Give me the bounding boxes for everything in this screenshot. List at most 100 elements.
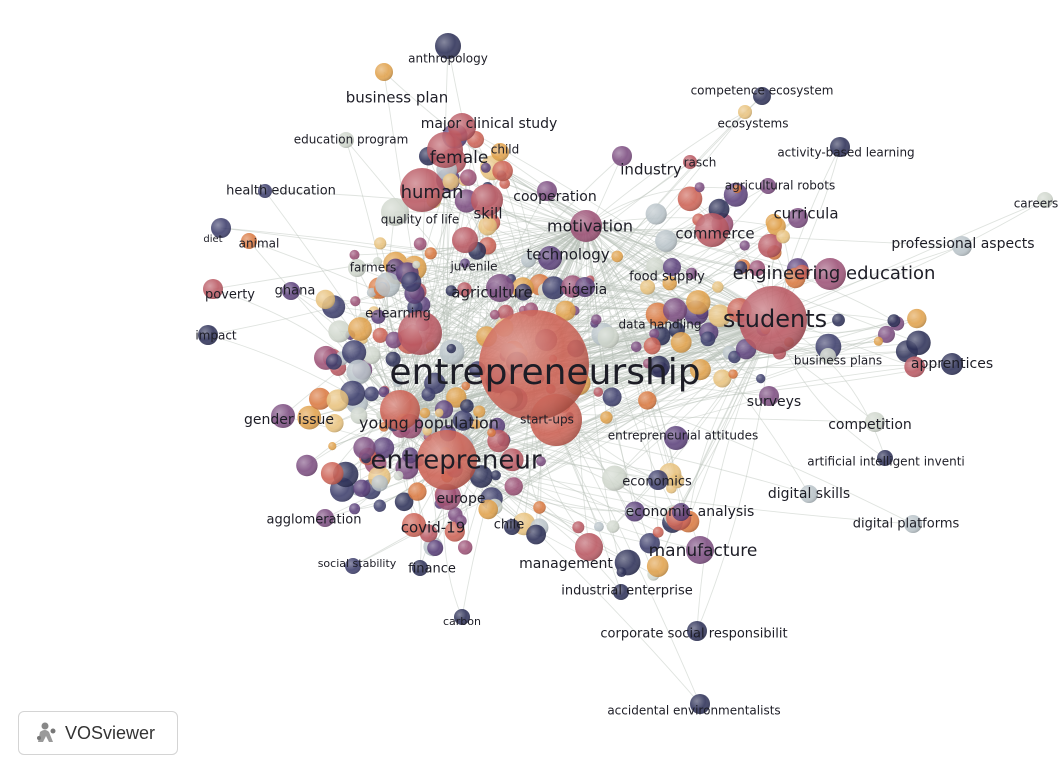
keyword-node[interactable] (643, 337, 661, 355)
keyword-node[interactable] (478, 499, 499, 520)
keyword-node[interactable] (575, 277, 595, 297)
keyword-node[interactable] (537, 181, 557, 201)
keyword-node[interactable] (434, 408, 444, 418)
keyword-node[interactable] (952, 236, 972, 256)
keyword-node[interactable] (297, 405, 322, 430)
keyword-node[interactable] (602, 465, 628, 491)
keyword-node[interactable] (728, 369, 738, 379)
keyword-node[interactable] (686, 290, 711, 315)
keyword-node[interactable] (713, 369, 732, 388)
keyword-node[interactable] (479, 310, 589, 420)
keyword-node[interactable] (683, 155, 697, 169)
keyword-node[interactable] (776, 229, 790, 244)
keyword-node[interactable] (670, 332, 692, 353)
keyword-node[interactable] (788, 208, 808, 228)
keyword-node[interactable] (385, 331, 403, 349)
keyword-node[interactable] (373, 499, 386, 512)
keyword-node[interactable] (375, 63, 393, 81)
keyword-node[interactable] (685, 267, 698, 279)
keyword-node[interactable] (349, 503, 361, 515)
keyword-node[interactable] (638, 391, 657, 410)
keyword-node[interactable] (753, 87, 771, 105)
keyword-node[interactable] (350, 296, 361, 307)
keyword-node[interactable] (690, 694, 710, 714)
keyword-node[interactable] (533, 501, 546, 514)
keyword-node[interactable] (424, 247, 437, 260)
keyword-node[interactable] (677, 186, 703, 212)
keyword-node[interactable] (419, 407, 431, 419)
keyword-node[interactable] (346, 359, 372, 385)
keyword-node[interactable] (600, 411, 613, 424)
keyword-node[interactable] (417, 430, 477, 490)
keyword-node[interactable] (906, 330, 931, 355)
keyword-node[interactable] (613, 584, 629, 600)
keyword-node[interactable] (878, 325, 895, 343)
keyword-node[interactable] (536, 456, 546, 467)
keyword-node[interactable] (353, 479, 371, 497)
keyword-node[interactable] (342, 340, 367, 365)
keyword-node[interactable] (625, 507, 634, 516)
keyword-node[interactable] (491, 143, 509, 161)
keyword-node[interactable] (515, 283, 532, 301)
keyword-node[interactable] (326, 389, 349, 412)
keyword-node[interactable] (398, 311, 442, 355)
keyword-node[interactable] (649, 328, 660, 339)
keyword-node[interactable] (296, 454, 318, 477)
keyword-node[interactable] (461, 381, 471, 391)
keyword-node[interactable] (832, 313, 845, 327)
keyword-node[interactable] (820, 348, 836, 364)
keyword-node[interactable] (646, 257, 665, 276)
keyword-node[interactable] (423, 419, 433, 429)
keyword-node[interactable] (1037, 192, 1053, 208)
keyword-node[interactable] (385, 351, 401, 367)
keyword-node[interactable] (708, 304, 731, 328)
keyword-node[interactable] (486, 274, 514, 302)
keyword-node[interactable] (687, 621, 707, 641)
keyword-node[interactable] (873, 336, 884, 346)
keyword-node[interactable] (542, 276, 566, 300)
keyword-node[interactable] (572, 521, 585, 534)
keyword-node[interactable] (814, 258, 846, 290)
keyword-node[interactable] (460, 169, 477, 186)
keyword-node[interactable] (666, 482, 677, 494)
keyword-node[interactable] (413, 237, 427, 251)
keyword-node[interactable] (328, 442, 337, 451)
keyword-node[interactable] (830, 137, 850, 157)
keyword-node[interactable] (393, 470, 404, 481)
keyword-node[interactable] (469, 465, 493, 488)
keyword-node[interactable] (445, 285, 457, 297)
keyword-node[interactable] (500, 448, 524, 472)
keyword-node[interactable] (373, 257, 382, 266)
keyword-node[interactable] (490, 309, 500, 320)
keyword-node[interactable] (700, 331, 716, 347)
keyword-node[interactable] (473, 405, 486, 418)
keyword-node[interactable] (739, 240, 750, 251)
keyword-node[interactable] (663, 298, 687, 322)
keyword-node[interactable] (427, 132, 463, 168)
keyword-node[interactable] (471, 419, 481, 430)
keyword-node[interactable] (606, 520, 620, 533)
keyword-node[interactable] (435, 33, 461, 59)
keyword-node[interactable] (241, 233, 257, 249)
keyword-node[interactable] (364, 386, 379, 402)
keyword-node[interactable] (887, 314, 901, 328)
keyword-node[interactable] (412, 260, 421, 269)
keyword-node[interactable] (575, 533, 603, 561)
keyword-node[interactable] (504, 477, 523, 496)
keyword-node[interactable] (457, 282, 472, 297)
keyword-node[interactable] (794, 264, 810, 280)
keyword-node[interactable] (402, 447, 419, 464)
keyword-node[interactable] (460, 399, 474, 413)
keyword-node[interactable] (452, 227, 478, 253)
keyword-node[interactable] (695, 213, 729, 247)
keyword-node[interactable] (904, 356, 926, 378)
keyword-node[interactable] (435, 484, 461, 510)
keyword-node[interactable] (350, 407, 368, 424)
keyword-node[interactable] (452, 410, 474, 431)
keyword-node[interactable] (320, 462, 344, 485)
keyword-node[interactable] (378, 386, 390, 398)
keyword-node[interactable] (602, 387, 622, 407)
keyword-node[interactable] (645, 203, 667, 225)
keyword-node[interactable] (380, 390, 420, 430)
